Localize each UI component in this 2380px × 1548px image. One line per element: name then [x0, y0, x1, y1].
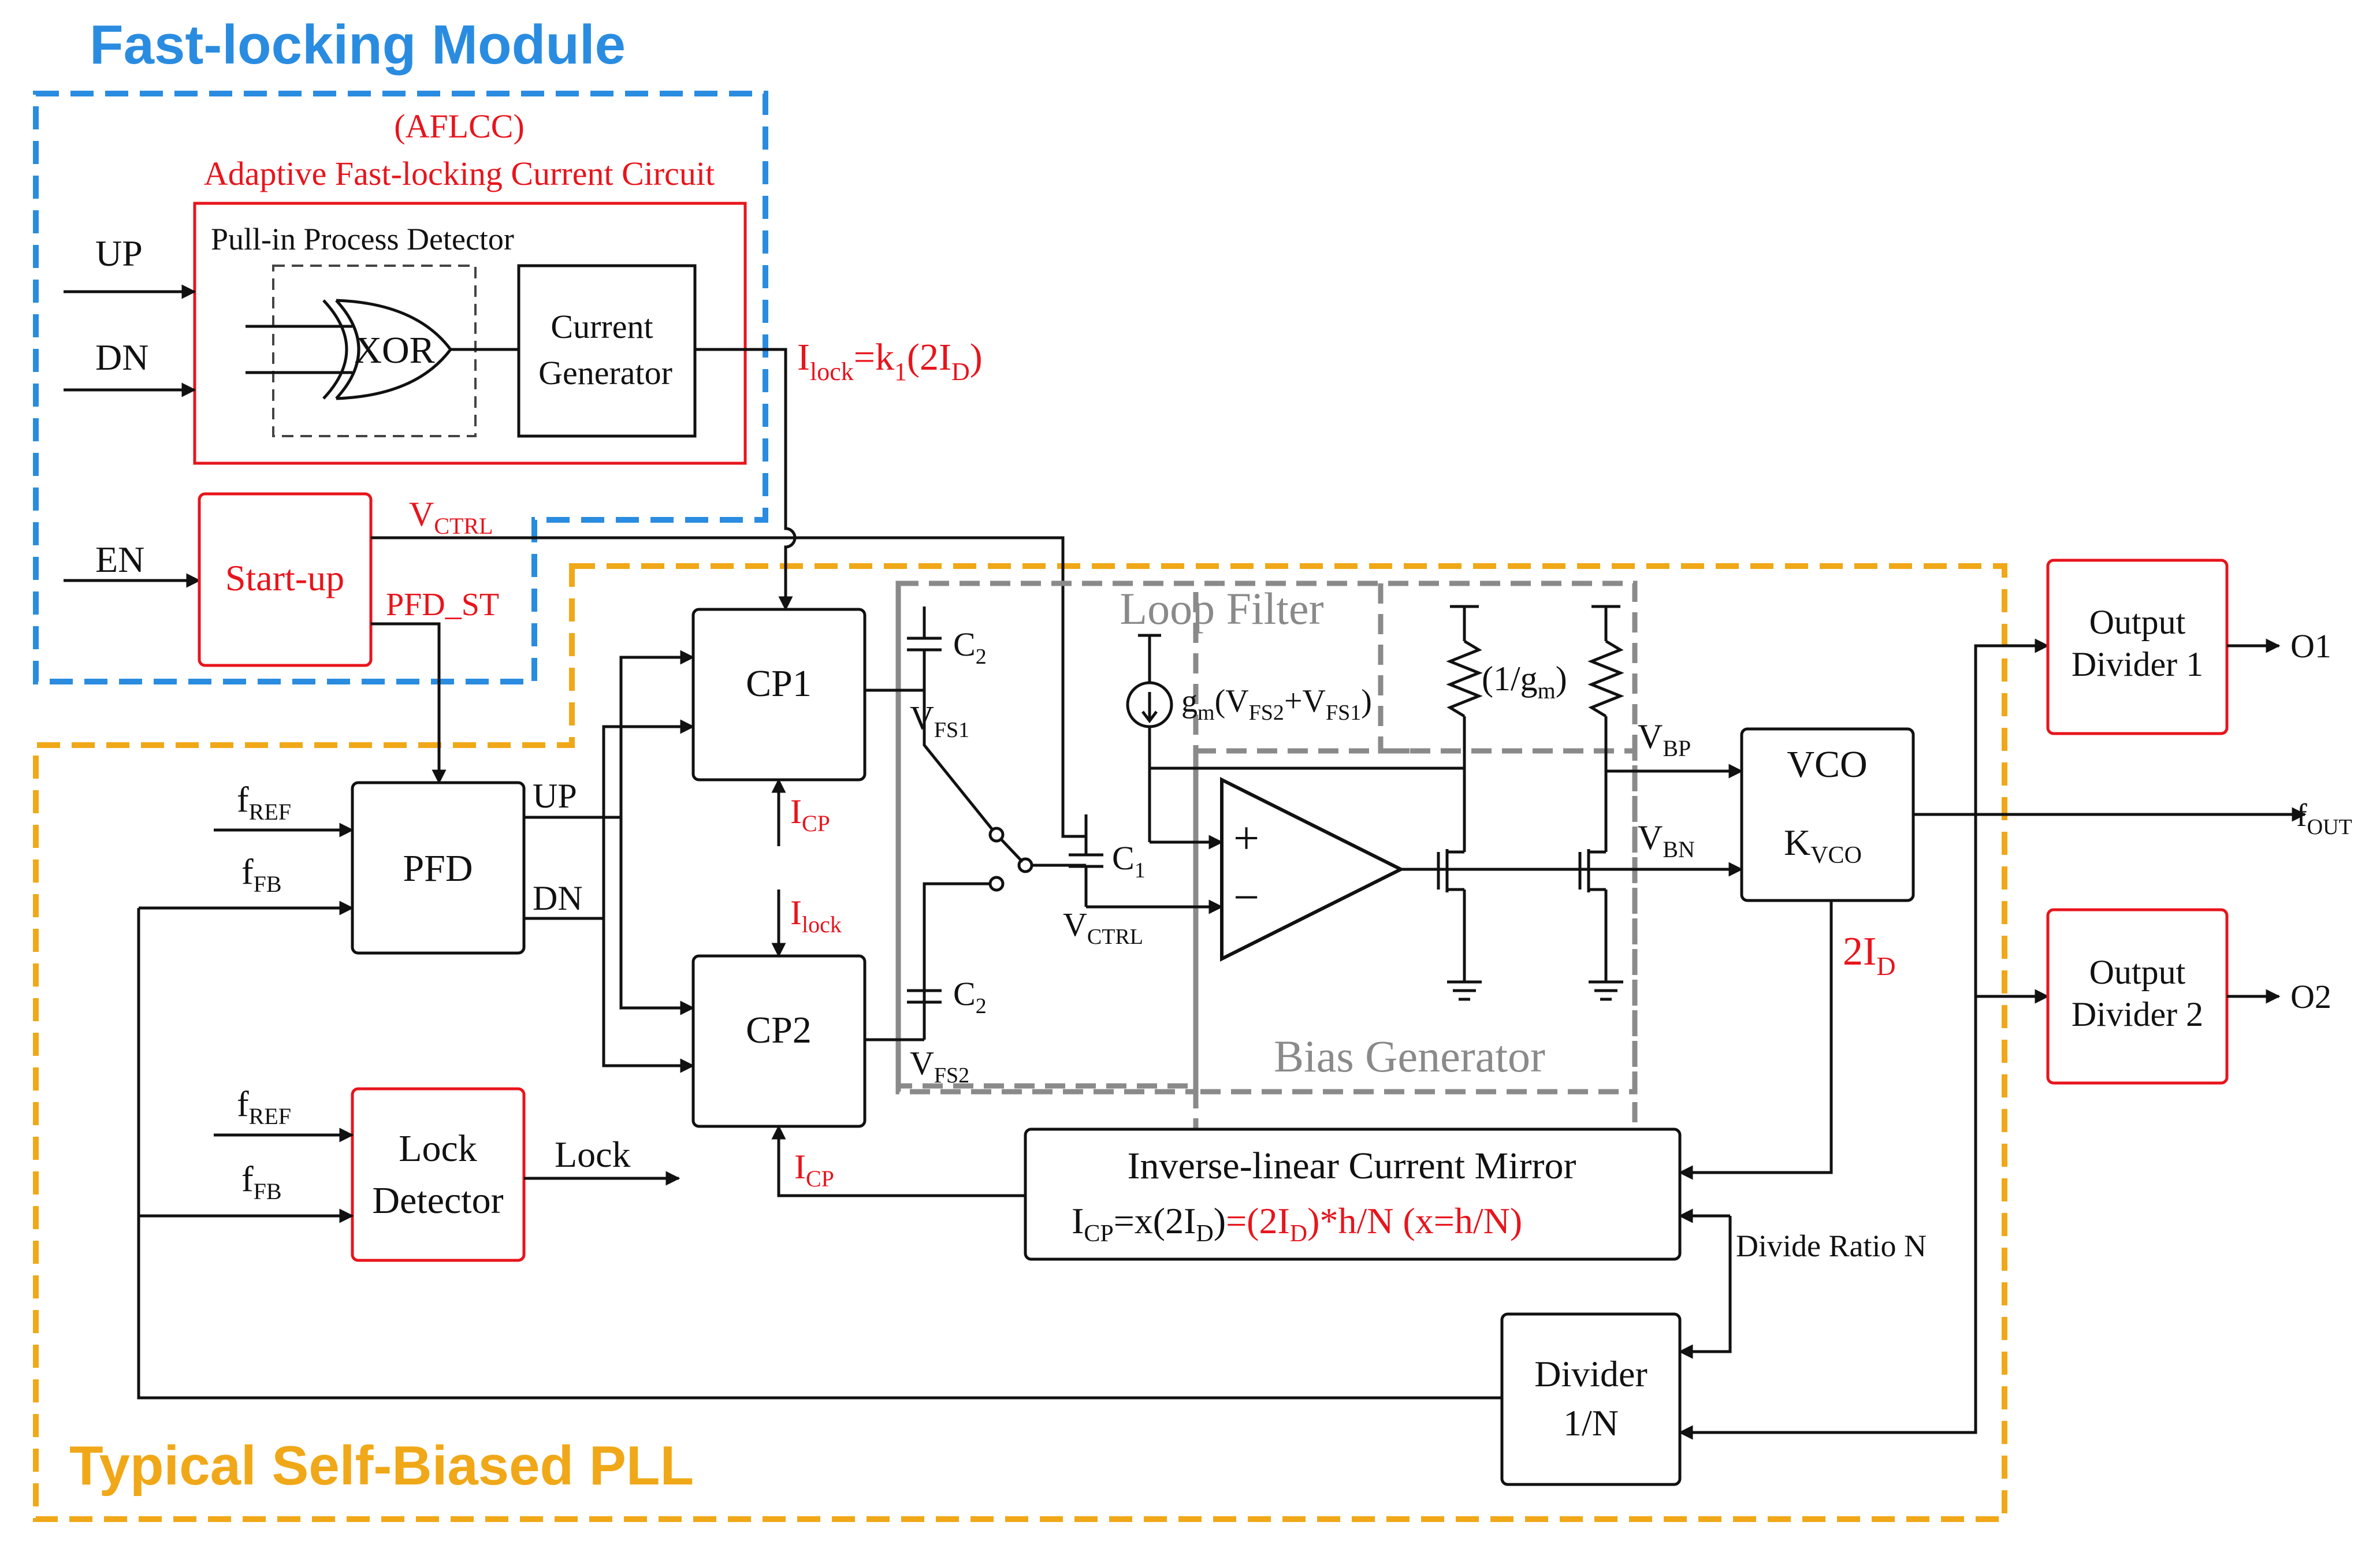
svg-text:Ilock=k1(2ID): Ilock=k1(2ID) — [797, 336, 983, 386]
startup-vctrl-label: VCTRL — [409, 495, 493, 539]
ilock2-label: Ilock — [790, 894, 842, 937]
c1-label: C1 — [1112, 839, 1146, 883]
fout-label: fOUT — [2296, 798, 2352, 839]
lock-output-label: Lock — [555, 1134, 631, 1175]
two-id-wire — [1678, 900, 1833, 1180]
cp1-output-wire — [865, 689, 998, 836]
current-generator-label-2: Generator — [538, 354, 672, 392]
cp2-label: CP2 — [746, 1009, 812, 1051]
bias-generator-panel — [1193, 748, 1638, 1095]
pll-module-border — [33, 563, 2007, 1522]
pfd-fref-label: fREF — [237, 780, 291, 825]
opamp-minus: − — [1233, 872, 1259, 923]
current-mirror-title: Inverse-linear Current Mirror — [1127, 1145, 1576, 1187]
vfs2-label: VFS2 — [910, 1044, 969, 1088]
lock-ffb-label: fFB — [241, 1160, 282, 1204]
icp1-label: ICP — [790, 792, 830, 836]
pfd-st-label: PFD_ST — [386, 587, 499, 623]
output-divider-1-label-b: Divider 1 — [2072, 645, 2203, 683]
startup-box — [198, 492, 373, 667]
pfd-dn-wire — [524, 719, 695, 920]
lock-detector-box — [351, 1087, 526, 1262]
two-id-label: 2ID — [1843, 929, 1896, 981]
opamp-plus: + — [1233, 813, 1259, 864]
startup-label: Start-up — [225, 557, 344, 598]
resistor-1-icon — [1446, 605, 1483, 843]
icp2-label: ICP — [794, 1148, 834, 1192]
resistor-2-icon — [1587, 605, 1624, 843]
capacitor-c1 — [1069, 814, 1103, 907]
aflcc-abbr-label: (AFLCC) — [394, 107, 525, 145]
fast-locking-module-title: Fast-locking Module — [90, 14, 626, 76]
pfd-up-wire — [524, 650, 695, 819]
gm-label: gm(VFS2+VFS1) — [1181, 683, 1372, 725]
divide-ratio-divider-wire — [1678, 1216, 1732, 1359]
current-generator-label-1: Current — [551, 308, 653, 345]
output-divider-2-label-b: Divider 2 — [2072, 995, 2203, 1033]
capacitor-c2-top — [907, 606, 942, 690]
xor-gate-icon — [246, 299, 519, 400]
vco-gain-label: KVCO — [1784, 822, 1862, 869]
opamp-icon — [1220, 777, 1405, 962]
vbp-label: VBP — [1638, 717, 1691, 761]
cp1-label: CP1 — [746, 663, 812, 705]
c2-bottom-label: C2 — [953, 975, 987, 1018]
en-input-label: EN — [95, 539, 144, 580]
vbn-label: VBN — [1638, 818, 1695, 862]
pull-in-detector-label: Pull-in Process Detector — [211, 222, 514, 256]
pfd-dn-label: DN — [533, 879, 583, 917]
mirror-icp-wire — [771, 1125, 1025, 1197]
output-divider-1-label-a: Output — [2089, 603, 2186, 641]
pfd-ffb-label: fFB — [241, 853, 282, 897]
pfd-box — [351, 781, 526, 955]
bias-generator-title: Bias Generator — [1274, 1031, 1545, 1081]
vctrl-label: VCTRL — [1063, 906, 1143, 949]
vfs1-label: VFS1 — [910, 699, 969, 742]
lock-detector-label-1: Lock — [399, 1127, 477, 1170]
ground-1-icon — [1447, 980, 1482, 1001]
o2-label: O2 — [2290, 978, 2331, 1015]
divide-ratio-label: Divide Ratio N — [1736, 1229, 1927, 1263]
o1-label: O1 — [2290, 627, 2331, 665]
feedback-wire — [137, 908, 1502, 1400]
fast-locking-module-border — [33, 91, 768, 684]
aflcc-full-label: Adaptive Fast-locking Current Circuit — [204, 155, 715, 192]
transistor-2-icon — [1578, 843, 1608, 982]
ilock-equation: Ilock=k1(2ID) — [797, 336, 983, 386]
pfd-label: PFD — [403, 847, 473, 890]
divider-label-a: Divider — [1534, 1353, 1648, 1394]
up-input-label: UP — [95, 233, 143, 274]
cp2-output-wire — [865, 882, 996, 1041]
current-mirror-equation: ICP=x(2ID)=(2ID)*h/N (x=h/N) — [1072, 1200, 1522, 1247]
pfd-dn-cp2-wire — [602, 918, 695, 1073]
c2-top-label: C2 — [953, 626, 987, 669]
lock-detector-label-2: Detector — [372, 1179, 503, 1222]
one-over-gm-label: (1/gm) — [1482, 660, 1567, 704]
xor-label: XOR — [354, 329, 434, 371]
lock-fref-label: fREF — [237, 1085, 291, 1129]
pfd-st-wire — [371, 622, 447, 784]
pll-module-title: Typical Self-Biased PLL — [69, 1435, 694, 1497]
vco-label: VCO — [1787, 743, 1867, 786]
dn-input-label: DN — [95, 337, 148, 378]
output-divider-2-label-a: Output — [2089, 953, 2186, 991]
divider-box — [1500, 1312, 1682, 1486]
switch-icon — [988, 827, 1033, 892]
loop-filter-title: Loop Filter — [1120, 583, 1323, 634]
loop-filter-left-panel — [895, 580, 1199, 1095]
startup-vctrl-wire — [371, 536, 1086, 838]
current-generator-box — [517, 264, 697, 438]
current-source-icon — [1126, 634, 1173, 842]
pfd-up-label: UP — [533, 777, 577, 815]
ground-2-icon — [1589, 980, 1623, 1001]
divider-label-b: 1/N — [1563, 1402, 1619, 1443]
pfd-up-cp2-wire — [619, 817, 695, 1015]
